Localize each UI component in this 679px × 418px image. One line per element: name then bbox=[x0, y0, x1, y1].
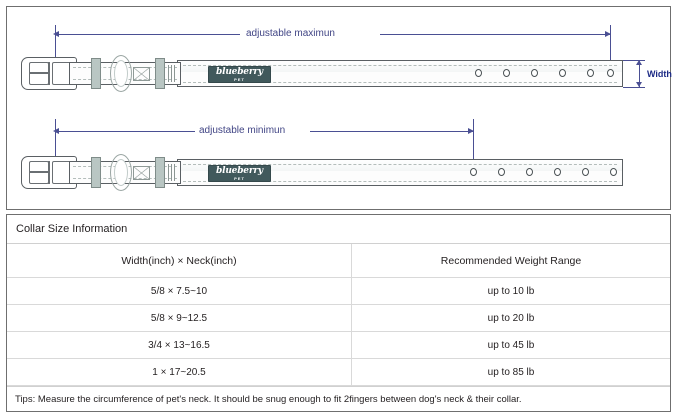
brand-sub-top: PET bbox=[234, 76, 245, 82]
table-row: 5/8 × 9~12.5 up to 20 lb bbox=[7, 305, 670, 332]
brand-name-bottom: blueberry bbox=[216, 165, 263, 176]
brand-sub-bottom: PET bbox=[234, 175, 245, 181]
width-tick-lower bbox=[623, 87, 645, 88]
cell-size: 1 × 17~20.5 bbox=[7, 359, 352, 385]
min-dim-label: adjustable minimun bbox=[199, 125, 286, 136]
d-ring-bottom bbox=[110, 154, 132, 191]
min-arrow-right bbox=[468, 128, 474, 134]
strap-hole-bottom-4 bbox=[554, 168, 561, 176]
cell-weight: up to 20 lb bbox=[487, 312, 535, 324]
collar-diagram-panel: adjustable maximun bbox=[6, 6, 672, 210]
buckle-left-plate-bottom bbox=[29, 161, 49, 184]
d-ring-inner-bottom bbox=[114, 159, 128, 186]
table-title: Collar Size Information bbox=[16, 223, 128, 235]
max-dim-line-right bbox=[380, 34, 610, 35]
max-arrow-right bbox=[605, 31, 611, 37]
strap-stitch-lower-bottom bbox=[183, 181, 617, 182]
buckle-center-post-top bbox=[48, 62, 50, 85]
max-right-leader bbox=[610, 25, 611, 67]
strap-hole-bottom-6 bbox=[610, 168, 617, 176]
header-weight: Recommended Weight Range bbox=[440, 254, 582, 267]
tips-text: Tips: Measure the circumference of pet's… bbox=[15, 394, 522, 405]
width-tick-upper bbox=[623, 60, 645, 61]
cell-weight: up to 85 lb bbox=[487, 366, 535, 378]
cell-weight: up to 45 lb bbox=[487, 339, 535, 351]
tips-row: Tips: Measure the circumference of pet's… bbox=[7, 386, 670, 412]
texture-band-top bbox=[168, 65, 176, 82]
min-dim-line-right bbox=[310, 131, 473, 132]
min-dim-line-left bbox=[55, 131, 195, 132]
texture-band-bottom bbox=[168, 164, 176, 181]
table-row: 5/8 × 7.5~10 up to 10 lb bbox=[7, 278, 670, 305]
strap-hole-top-3 bbox=[531, 69, 538, 77]
keeper-loop-2-top bbox=[155, 58, 165, 89]
table-row: 3/4 × 13~16.5 up to 45 lb bbox=[7, 332, 670, 359]
cell-size: 5/8 × 9~12.5 bbox=[7, 305, 352, 331]
strap-hole-bottom-2 bbox=[498, 168, 505, 176]
strap-hole-top-1 bbox=[475, 69, 482, 77]
strap-hole-bottom-3 bbox=[526, 168, 533, 176]
max-left-leader bbox=[55, 25, 56, 67]
strap-stitch-lower-top bbox=[183, 82, 617, 83]
strap-hole-bottom-5 bbox=[582, 168, 589, 176]
collar-row-minimum: adjustable minimun blueberry bbox=[7, 7, 670, 209]
min-arrow-left bbox=[53, 128, 59, 134]
max-arrow-left bbox=[53, 31, 59, 37]
keeper-loop-1-bottom bbox=[91, 157, 101, 188]
width-arrow-down bbox=[636, 82, 642, 87]
width-dim-line bbox=[639, 60, 640, 87]
keeper-loop-1-top bbox=[91, 58, 101, 89]
header-size: Width(inch) × Neck(inch) bbox=[7, 244, 352, 277]
d-ring-top bbox=[110, 55, 132, 92]
brand-patch-top: blueberry PET bbox=[208, 66, 271, 83]
collar-size-table: Collar Size Information Width(inch) × Ne… bbox=[6, 214, 671, 412]
strap-hole-top-5 bbox=[587, 69, 594, 77]
cell-weight: up to 10 lb bbox=[487, 285, 535, 297]
strap-hole-bottom-1 bbox=[470, 168, 477, 176]
cell-size: 5/8 × 7.5~10 bbox=[7, 278, 352, 304]
buckle-center-post-bottom bbox=[48, 161, 50, 184]
strap-hole-top-6 bbox=[607, 69, 614, 77]
width-arrow-up bbox=[636, 60, 642, 65]
strap-stitch-upper-bottom bbox=[183, 164, 617, 165]
cell-size: 3/4 × 13~16.5 bbox=[7, 332, 352, 358]
brand-patch-bottom: blueberry PET bbox=[208, 165, 271, 182]
min-right-leader bbox=[473, 119, 474, 177]
strap-stitch-upper-top bbox=[183, 65, 617, 66]
brand-name-top: blueberry bbox=[216, 66, 263, 77]
table-title-row: Collar Size Information bbox=[7, 215, 670, 244]
x-box-stitch-bottom bbox=[133, 166, 150, 180]
strap-hole-top-2 bbox=[503, 69, 510, 77]
d-ring-inner-top bbox=[114, 60, 128, 87]
buckle-tongue-top bbox=[29, 72, 50, 74]
table-row: 1 × 17~20.5 up to 85 lb bbox=[7, 359, 670, 386]
x-box-stitch-top bbox=[133, 67, 150, 81]
width-label: Width bbox=[647, 69, 672, 79]
max-dim-label: adjustable maximun bbox=[246, 28, 335, 39]
min-left-leader bbox=[55, 119, 56, 165]
strap-hole-top-4 bbox=[559, 69, 566, 77]
keeper-loop-2-bottom bbox=[155, 157, 165, 188]
buckle-tongue-bottom bbox=[29, 171, 50, 173]
max-dim-line-left bbox=[55, 34, 240, 35]
table-header-row: Width(inch) × Neck(inch) Recommended Wei… bbox=[7, 244, 670, 278]
